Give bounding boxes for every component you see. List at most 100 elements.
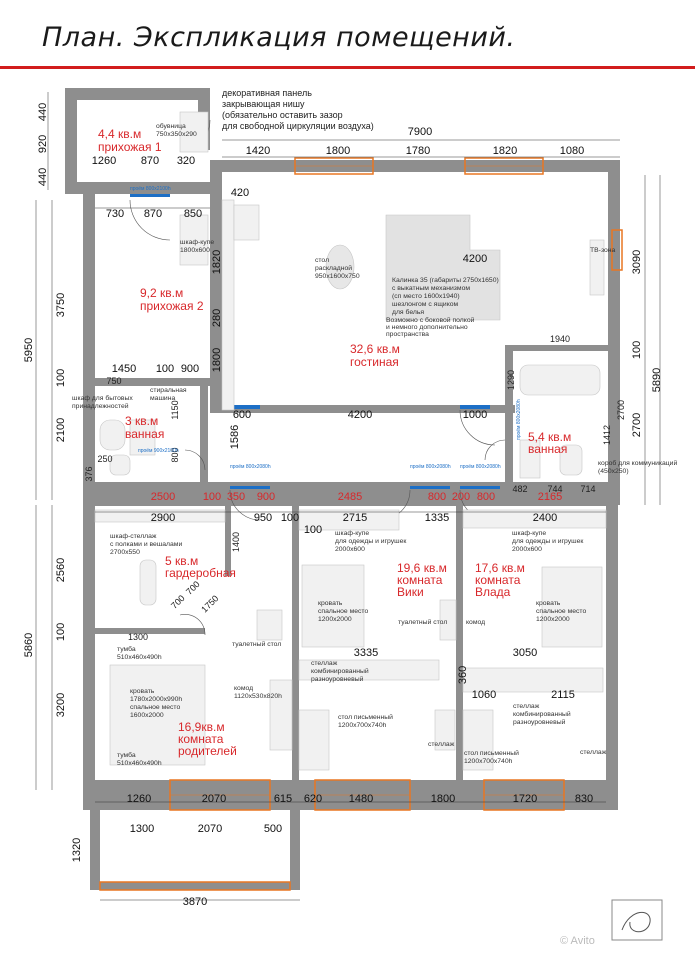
label-washer: стиральная — [150, 387, 187, 394]
top-note: закрывающая нишу — [222, 99, 305, 109]
dim-left-inner: 1820 — [211, 250, 223, 274]
label-wardrobe: шкаф-стеллаж — [110, 533, 157, 540]
room-bath1-area: 3 кв.м — [125, 414, 158, 428]
label-household: принадлежностей — [72, 402, 129, 410]
label-bed-vlad: кровать — [536, 600, 561, 607]
room-wardrobe-name: гардеробная — [165, 566, 236, 580]
dim-corridor: 800 — [477, 491, 495, 503]
dim-wardrobe: 700 — [184, 579, 202, 597]
dim-bedroom-top: 2900 — [151, 512, 175, 524]
room-living-name: гостиная — [350, 355, 399, 369]
label-wardrobe: с полками и вешалами — [110, 541, 182, 548]
label-coupe-vlad: 2000х600 — [512, 546, 542, 553]
dim-hall2-top: 730 — [106, 208, 124, 220]
label-desk-vlad: стол письменный — [464, 749, 519, 757]
dim-corridor: 100 — [203, 491, 221, 503]
room-hall1-area: 4,4 кв.м — [98, 127, 141, 141]
dim-right-outer: 3090 — [631, 250, 643, 274]
label-desk-vlad: 1200х700х740h — [464, 758, 513, 765]
dim-left-outer: 3750 — [55, 293, 67, 317]
dim-balcony: 500 — [264, 823, 282, 835]
furniture — [94, 111, 607, 771]
label-coupe-vika: для одежды и игрушек — [335, 538, 406, 545]
label-sofa: для белья — [392, 308, 424, 316]
label-shelf-vika: комбинированный — [311, 667, 369, 675]
dim-vlad-mid: 360 — [457, 666, 469, 684]
dim-bath1: 1150 — [170, 400, 180, 419]
label-table: раскладной — [315, 264, 352, 272]
label-bed-parents: 1600х2000 — [130, 712, 164, 719]
dim-wardrobe: 700 — [169, 593, 187, 611]
label-coupe-vlad: шкаф-купе — [512, 530, 546, 537]
door-label: проём 800х2080h — [460, 464, 501, 470]
dim-hall2-top: 850 — [184, 208, 202, 220]
door-label: проём 800х2100h — [130, 186, 171, 192]
dim-left-outer: 100 — [55, 369, 67, 387]
dim-bath2-v: 1412 — [602, 425, 612, 445]
room-vlad-name2: Влада — [475, 585, 511, 599]
dim-right-outer: 2700 — [631, 413, 643, 437]
walls — [65, 88, 620, 890]
dim-kitchen-width: 4200 — [463, 253, 487, 265]
dim-bottom: 1480 — [349, 793, 373, 805]
dim-bath2-v: 1290 — [506, 370, 516, 390]
label-dressing: туалетный стол — [232, 640, 281, 648]
room-hall1-name: прихожая 1 — [98, 140, 162, 154]
label-coupe: 1800х600 — [180, 247, 210, 254]
top-note: (обязательно оставить зазор — [222, 110, 343, 120]
label-tumba: тумба — [117, 645, 136, 653]
dim-top: 1800 — [326, 145, 350, 157]
dim-hall1-bottom: 320 — [177, 155, 195, 167]
dim-mid-row: 1450 — [112, 363, 136, 375]
label-hall1-box: обувница — [156, 122, 186, 130]
label-sofa: (сп место 1600х1940) — [392, 293, 460, 300]
dim-corridor: 350 — [227, 491, 245, 503]
dim-hall1-left: 440 — [37, 168, 49, 186]
dim-bedroom-top: 1335 — [425, 512, 449, 524]
label-washer: машина — [150, 395, 175, 402]
label-bed-parents: кровать — [130, 688, 155, 695]
label-tumba: 510х460х490h — [117, 654, 162, 661]
dim-corridor: 2485 — [338, 491, 362, 503]
dim-bath2-v: 2700 — [616, 400, 626, 420]
dim-corridor: 200 — [452, 491, 470, 503]
label-bed-vika: кровать — [318, 600, 343, 607]
dim-vika-mid: 3335 — [354, 647, 378, 659]
room-parents-name2: родителей — [178, 744, 237, 758]
door-label: проём 900х2100h — [138, 448, 179, 454]
room-bath2-name: ванная — [528, 442, 567, 456]
dim-left-inner: 1800 — [211, 348, 223, 372]
label-coupe-vika: 2000х600 — [335, 546, 365, 553]
dim-bath1: 376 — [84, 466, 94, 481]
dim-bath2-top: 1940 — [550, 334, 570, 344]
dim-hall1-bottom: 1260 — [92, 155, 116, 167]
dim-hall1-bottom: 870 — [141, 155, 159, 167]
dim-bottom: 1720 — [513, 793, 537, 805]
dim-bottom: 2070 — [202, 793, 226, 805]
label-shelf-vlad: разноуровневый — [513, 718, 566, 726]
dim-bottom: 615 — [274, 793, 292, 805]
dim-balcony-total: 3870 — [183, 896, 207, 908]
room-vika-name2: Вики — [397, 585, 424, 599]
label-tumba: тумба — [117, 751, 136, 759]
logo — [611, 899, 663, 941]
label-shelf-vika: стеллаж — [311, 660, 338, 667]
title-rule — [0, 66, 695, 69]
label-shelf-vlad: стеллаж — [513, 703, 540, 710]
dim-bottom: 830 — [575, 793, 593, 805]
dim-left-inner: 280 — [211, 309, 223, 327]
dim-bath1: 250 — [97, 454, 112, 464]
label-household: шкаф для бытовых — [72, 394, 133, 402]
dim-left-lower: 5860 — [23, 633, 35, 657]
top-note: для свободной циркуляции воздуха) — [222, 121, 374, 131]
label-shelf3: стеллаж — [580, 749, 607, 756]
label-sofa: шезлонгом с ящиком — [392, 301, 459, 308]
dim-bottom: 1260 — [127, 793, 151, 805]
dim-vlad-mid: 3050 — [513, 647, 537, 659]
dim-vlad-mid: 1060 — [472, 689, 496, 701]
label-komod2: комод — [234, 685, 253, 692]
dim-mid-row: 100 — [156, 363, 174, 375]
label-shelf-vlad: комбинированный — [513, 710, 571, 718]
room-wardrobe-area: 5 кв.м — [165, 554, 198, 568]
